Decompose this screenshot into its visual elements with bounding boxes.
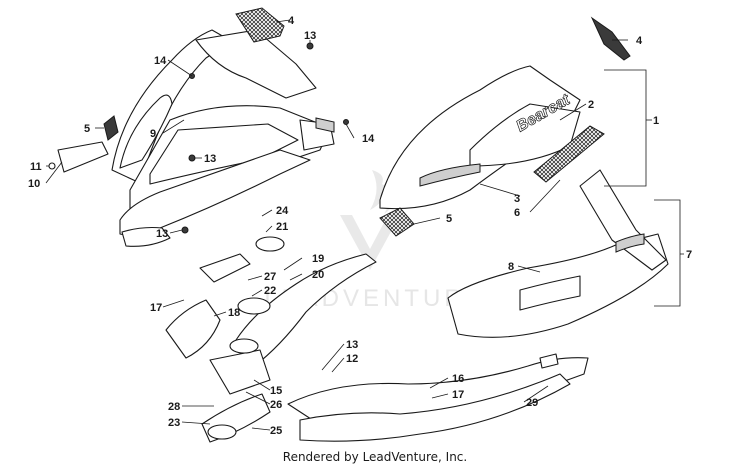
side-trim-left	[103, 115, 119, 141]
callout-25: 25	[270, 425, 282, 437]
callout-22: 22	[264, 285, 276, 297]
callout-29: 29	[526, 397, 538, 409]
screw-14-right	[343, 119, 349, 125]
callout-14-right: 14	[362, 133, 375, 145]
callout-5-right: 5	[446, 213, 452, 225]
callout-16: 16	[452, 373, 464, 385]
callout-11: 11	[30, 161, 42, 173]
callout-13-left: 13	[156, 228, 168, 240]
callout-13-top: 13	[304, 30, 316, 42]
callout-18: 18	[228, 307, 240, 319]
callout-12: 12	[346, 353, 358, 365]
callout-4-left: 4	[288, 15, 295, 27]
vent-mesh-left	[235, 7, 285, 43]
callout-14-top: 14	[154, 55, 167, 67]
callout-7: 7	[686, 249, 692, 261]
callout-13-lower: 13	[346, 339, 358, 351]
leader-lines	[45, 19, 684, 431]
callout-2: 2	[588, 99, 594, 111]
bracket-left	[57, 141, 109, 173]
callout-17-left: 17	[150, 302, 162, 314]
screw-11	[48, 162, 56, 170]
callout-9: 9	[150, 128, 156, 140]
callout-1: 1	[653, 115, 659, 127]
callout-24: 24	[276, 205, 289, 217]
callout-5-left: 5	[84, 123, 90, 135]
callout-26: 26	[270, 399, 282, 411]
callout-4-right: 4	[636, 35, 643, 47]
render-credit-footer: Rendered by LeadVenture, Inc.	[282, 450, 468, 464]
callout-10: 10	[28, 178, 40, 190]
nut-13-low	[181, 226, 189, 234]
callout-23: 23	[168, 417, 180, 429]
callout-8: 8	[508, 261, 514, 273]
belly-pan-assembly	[165, 236, 377, 443]
callout-20: 20	[312, 269, 324, 281]
callout-3: 3	[514, 193, 520, 205]
callout-6: 6	[514, 207, 520, 219]
callout-15: 15	[270, 385, 282, 397]
lower-skid-rail	[287, 353, 589, 442]
vent-mesh-right	[533, 125, 605, 183]
callout-21: 21	[276, 221, 288, 233]
side-panel-upper-right: Bearcat	[379, 65, 581, 210]
callout-28: 28	[168, 401, 180, 413]
callout-labels: 1 2 3 4 4 5 5 6 7 8 9 10 11 12 13 13 13 …	[28, 15, 692, 437]
callout-17-right: 17	[452, 389, 464, 401]
hood-upper-assembly	[111, 29, 335, 247]
trim-strip-4-right	[590, 16, 631, 61]
callout-27: 27	[264, 271, 276, 283]
callout-13-mid: 13	[204, 153, 216, 165]
callout-19: 19	[312, 253, 324, 265]
side-panel-right	[447, 169, 669, 338]
